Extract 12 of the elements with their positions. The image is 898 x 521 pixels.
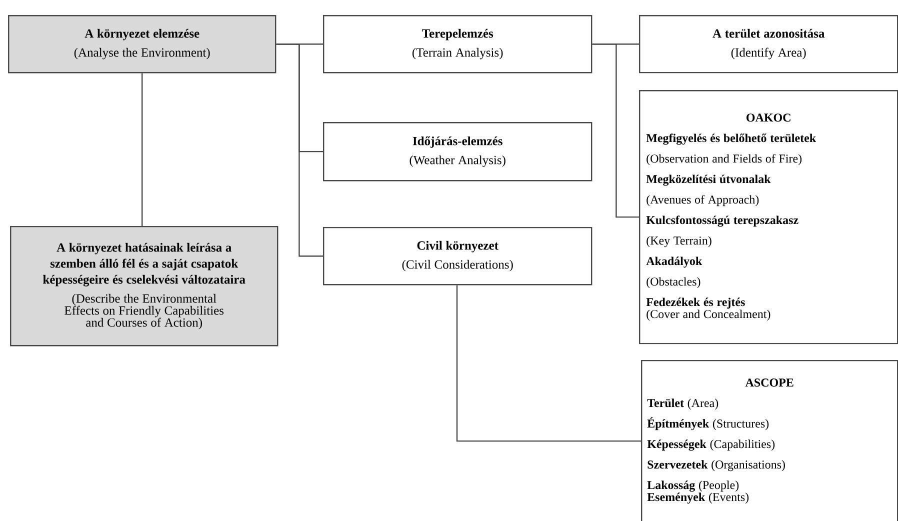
process-box: Civil környezet (Civil Considerations) [323, 226, 592, 286]
process-box: A terület azonositása (Identify Area) [639, 15, 898, 74]
process-box: A környezet elemzése (Analyse the Environment) [8, 15, 276, 74]
process-box: Terepelemzés (Terrain Analysis) [323, 15, 592, 74]
connector-line [456, 285, 641, 442]
connector-line [592, 44, 639, 218]
process-box: A környezet hatásainak leírása a szemben álló fél és a saját csapatok képességeire és cselekvési változataira (Describe the Environmental Effects on Friendly Capabilities and Courses of Action) [10, 226, 278, 346]
process-box: ASCOPE Terület (Area) Építmények (Structures) Képességek (Capabilities) Szervezetek (Organisations) Lakosság (People) Események (Events) [641, 360, 898, 521]
process-box: OAKOC Megfigyelés és belőhető területek (Observation and Fields of Fire) Megközelítési útvonalak (Avenues of Approach) Kulcsfontosságú terepszakasz (Key Terrain) Akadályok (Obstacles) Fedezékek és rejtés (Cover and Concealment) [639, 90, 898, 344]
process-box: Időjárás-elemzés (Weather Analysis) [323, 122, 592, 182]
connector-line [276, 44, 323, 257]
connector-line [142, 73, 143, 226]
